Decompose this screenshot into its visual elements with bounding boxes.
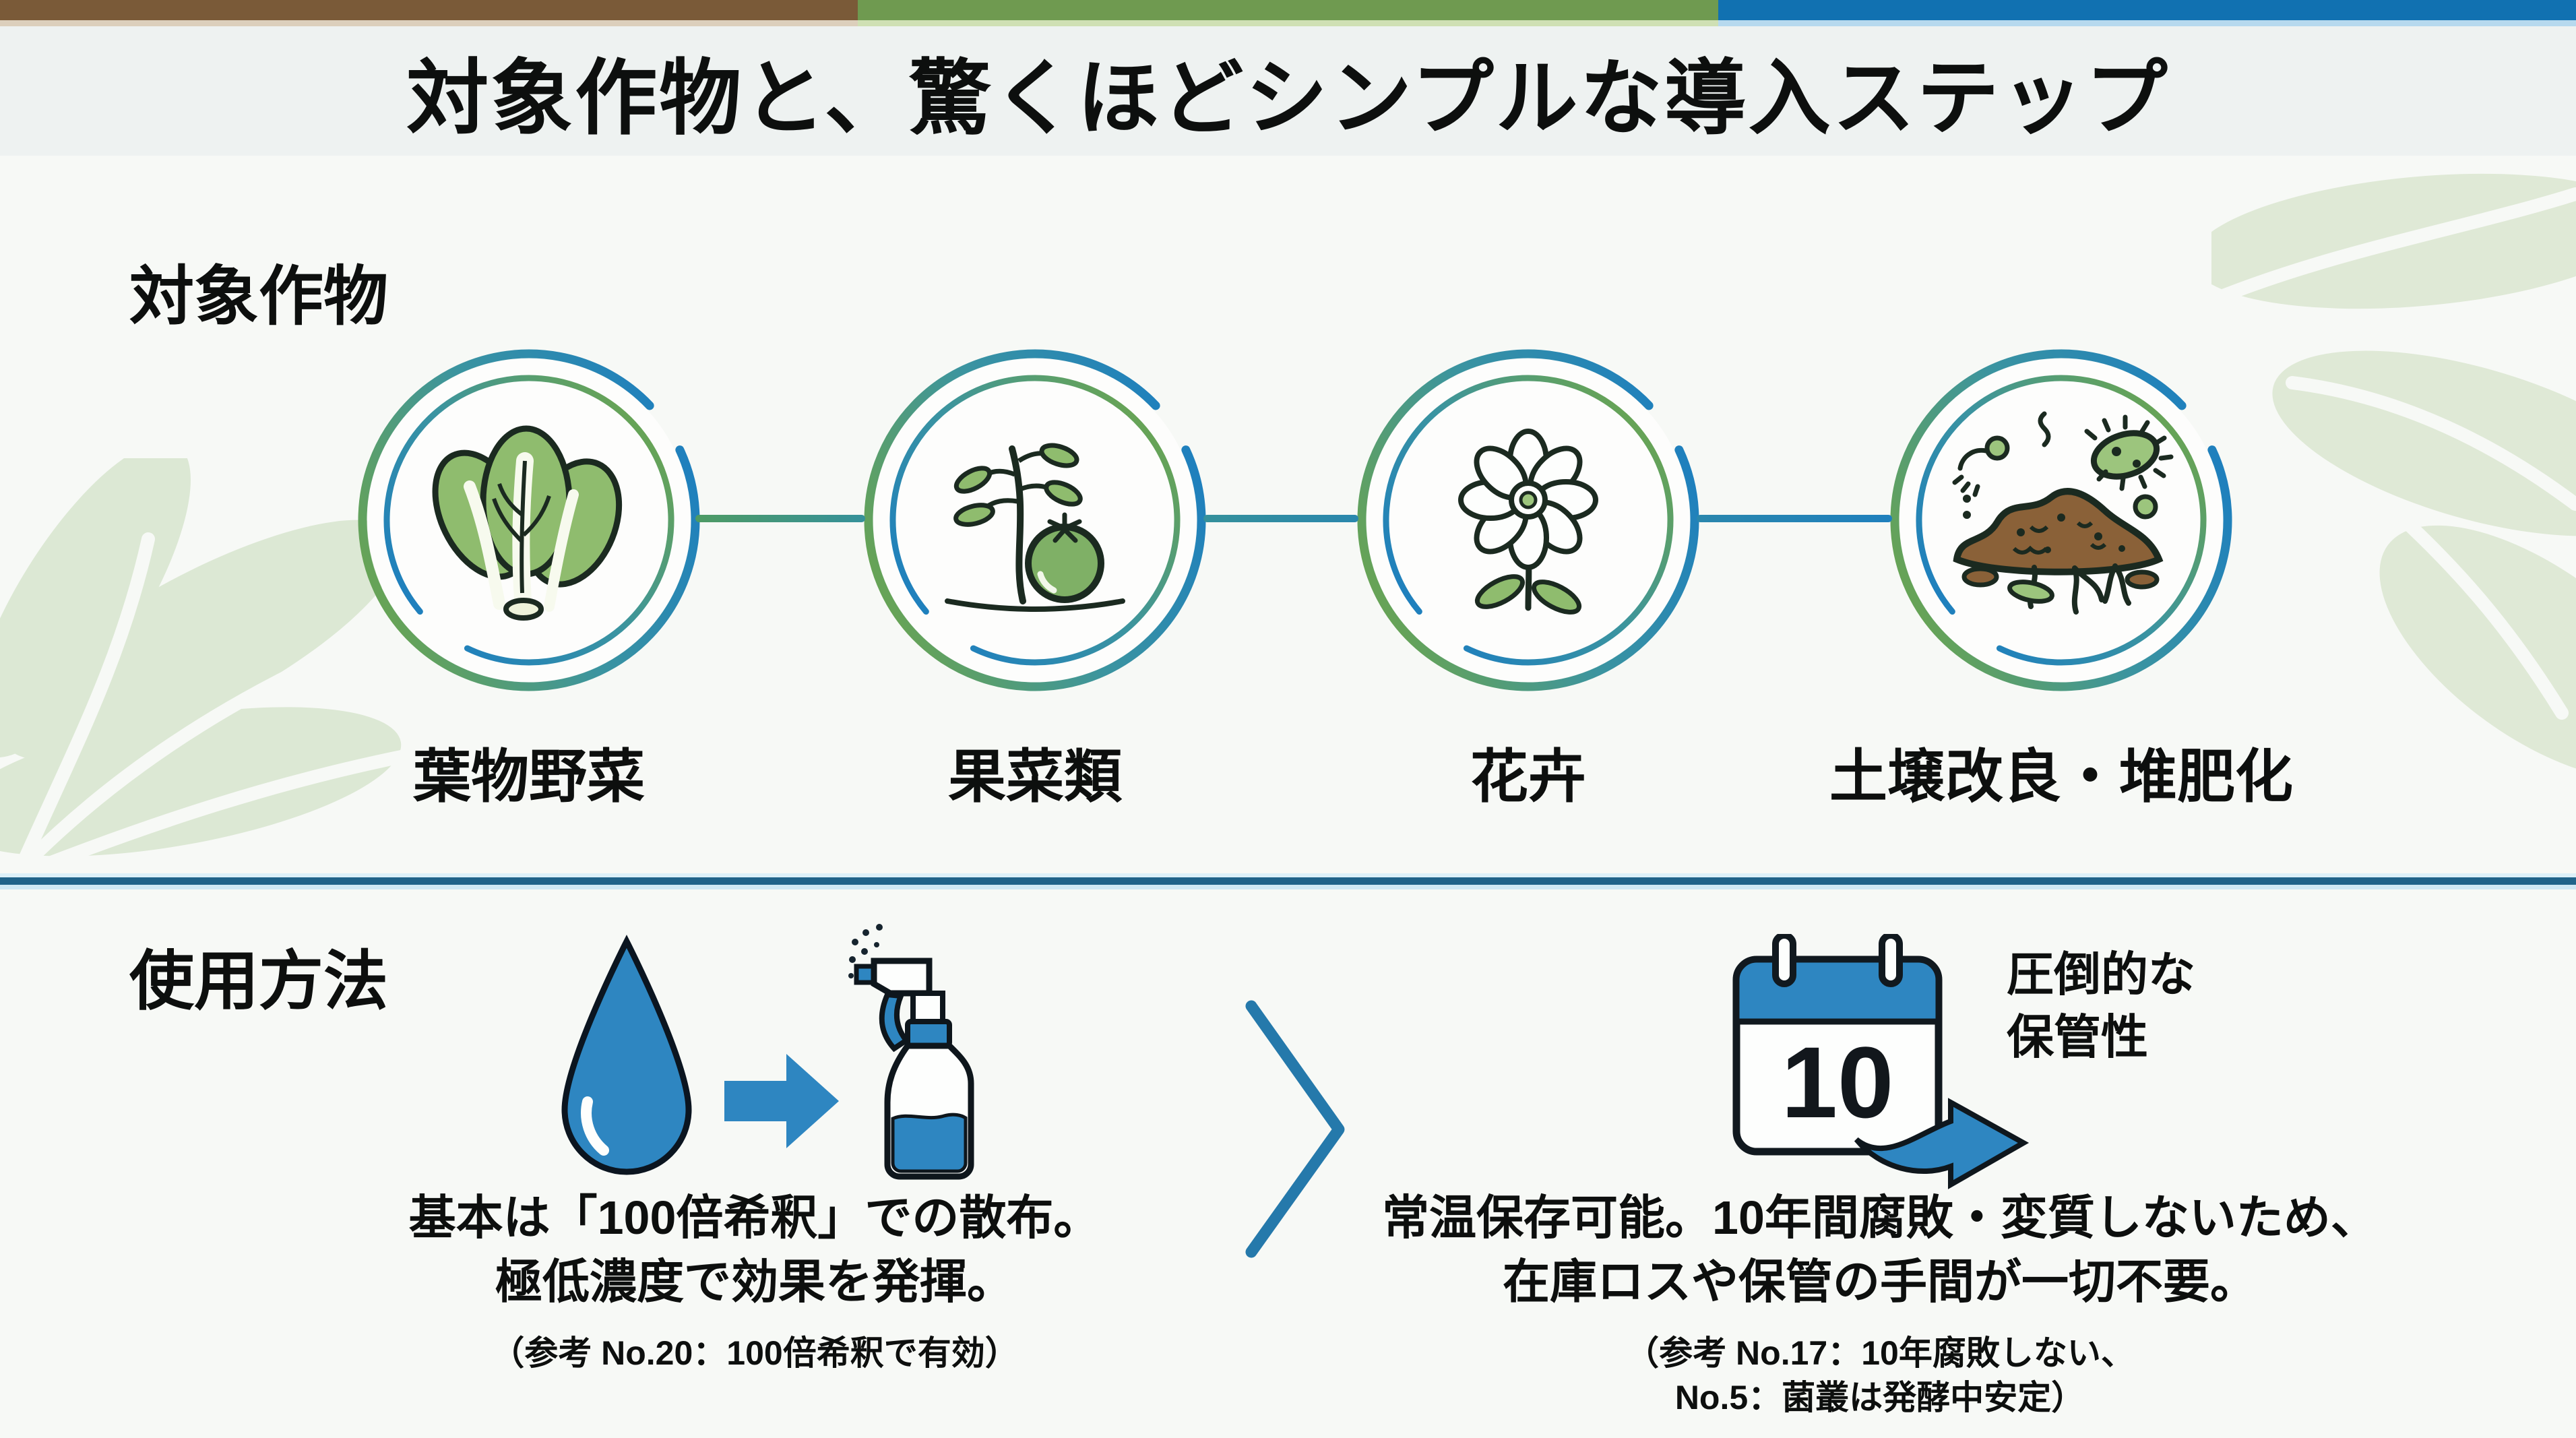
page-title: 対象作物と、驚くほどシンプルな導入ステップ <box>406 52 2170 144</box>
dilution-note: （参考 No.20：100倍希釈で有効） <box>491 1334 1019 1372</box>
storage-note1: （参考 No.17：10年腐敗しない、 <box>1625 1334 2135 1372</box>
circle-connector <box>1203 515 1358 522</box>
crop-circle-fruit-vegetable <box>864 349 1206 691</box>
storage-benefit-label: 圧倒的な 保管性 <box>2007 943 2195 1069</box>
right-arrow-icon <box>724 1054 839 1148</box>
crop-circle-soil-compost <box>1890 349 2232 691</box>
top-bar-segment-green <box>858 0 1718 20</box>
dilution-line1: 基本は「100倍希釈」での散布。 <box>408 1191 1101 1244</box>
top-bar-segment-blue <box>1718 0 2576 20</box>
usage-section-heading: 使用方法 <box>129 945 388 1018</box>
microbe-icon <box>2084 414 2174 491</box>
top-bar-shadow <box>0 20 2576 26</box>
soil-compost-icon <box>1952 411 2174 615</box>
leafy-vegetable-icon <box>432 425 623 621</box>
storage-label-line1: 圧倒的な <box>2007 948 2195 1001</box>
section-divider <box>0 873 2576 877</box>
spray-bottle-icon <box>848 924 974 1180</box>
calendar-icon: 10 <box>1732 934 2030 1189</box>
section-divider <box>0 885 2576 889</box>
leaf-watermark-left <box>0 458 418 876</box>
crop-circle-leafy-vegetable <box>358 349 700 691</box>
storage-line1: 常温保存可能。10年間腐敗・変質しないため、 <box>1382 1191 2378 1244</box>
circle-connector <box>1697 515 1892 522</box>
circle-connector <box>695 515 865 522</box>
crop-label-fruit-vegetable: 果菜類 <box>948 745 1122 809</box>
chevron-right-divider-icon <box>1245 1000 1345 1258</box>
tomato-plant-icon <box>945 443 1125 612</box>
crops-section-heading: 対象作物 <box>129 261 388 333</box>
storage-note2: No.5：菌叢は発酵中安定） <box>1674 1379 2085 1416</box>
title-band: 対象作物と、驚くほどシンプルな導入ステップ <box>0 26 2576 156</box>
storage-line2: 在庫ロスや保管の手間が一切不要。 <box>1503 1255 2257 1308</box>
crop-label-leafy-vegetable: 葉物野菜 <box>413 745 645 809</box>
storage-text-block: 常温保存可能。10年間腐敗・変質しないため、 在庫ロスや保管の手間が一切不要。 … <box>1375 1186 2385 1420</box>
dilution-text-block: 基本は「100倍希釈」での散布。 極低濃度で効果を発揮。 （参考 No.20：1… <box>249 1186 1260 1375</box>
top-bar <box>0 0 2576 20</box>
flower-icon <box>1458 429 1598 615</box>
water-drop-icon <box>561 935 692 1175</box>
crop-label-soil-compost: 土壌改良・堆肥化 <box>1829 745 2293 809</box>
gradient-ring <box>1357 349 1699 691</box>
gradient-ring <box>358 349 700 691</box>
calendar-number: 10 <box>1782 1026 1894 1139</box>
storage-label-line2: 保管性 <box>2007 1011 2148 1064</box>
swoosh-arrow-icon <box>1854 1098 2030 1189</box>
leaf-watermark-right <box>2211 173 2576 780</box>
section-divider-line <box>0 877 2576 885</box>
gradient-ring <box>1890 349 2232 691</box>
dilution-line2: 極低濃度で効果を発揮。 <box>495 1255 1014 1308</box>
crop-label-flower: 花卉 <box>1470 745 1586 809</box>
gradient-ring <box>864 349 1206 691</box>
top-bar-segment-brown <box>0 0 858 20</box>
crop-circle-flower <box>1357 349 1699 691</box>
